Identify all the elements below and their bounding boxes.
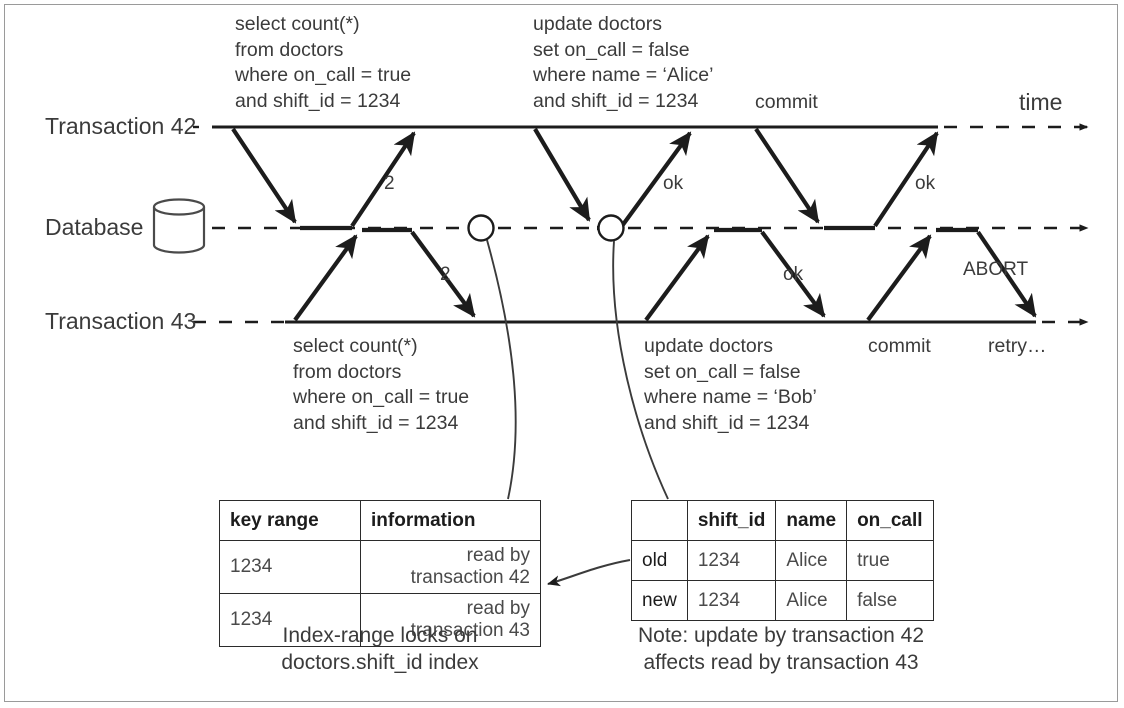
col-shift-id: shift_id bbox=[686, 500, 777, 541]
t43-retry-label: retry… bbox=[988, 335, 1047, 357]
row-version-table: shift_id name on_call old 1234 Alice tru… bbox=[631, 500, 934, 621]
lane-label-transaction-42: Transaction 42 bbox=[45, 113, 197, 139]
cell-key-range: 1234 bbox=[219, 593, 361, 647]
cell-shift-id: 1234 bbox=[686, 540, 777, 581]
t43-query-commit: commit bbox=[868, 335, 931, 357]
t42-query-commit: commit bbox=[755, 91, 818, 113]
cell-key-range: 1234 bbox=[219, 540, 361, 594]
col-name: name bbox=[775, 500, 848, 541]
table-row: 1234 read by transaction 42 bbox=[219, 540, 541, 594]
t43-response-abort: ABORT bbox=[963, 259, 1029, 280]
table-row: old 1234 Alice true bbox=[631, 540, 934, 581]
t42-response-commit-ok: ok bbox=[915, 173, 936, 194]
t43-response-update-ok: ok bbox=[783, 264, 804, 285]
t42-response-update-ok: ok bbox=[663, 173, 684, 194]
cell-shift-id: 1234 bbox=[686, 580, 777, 621]
t42-query-select: select count(*) from doctors where on_ca… bbox=[235, 13, 412, 112]
cell-name: Alice bbox=[775, 540, 848, 581]
locks-table-caption: Index-range locks on doctors.shift_id in… bbox=[281, 624, 479, 674]
lane-label-transaction-43: Transaction 43 bbox=[45, 308, 197, 334]
col-information: information bbox=[360, 500, 541, 541]
cell-version: old bbox=[631, 540, 688, 581]
t43-query-update: update doctors set on_call = false where… bbox=[644, 335, 817, 434]
cell-information: read by transaction 43 bbox=[360, 593, 541, 647]
t42-response-count: 2 bbox=[384, 173, 395, 194]
col-key-range: key range bbox=[219, 500, 361, 541]
lane-label-database: Database bbox=[45, 214, 144, 240]
t42-query-update: update doctors set on_call = false where… bbox=[533, 13, 714, 112]
table-row: 1234 read by transaction 43 bbox=[219, 593, 541, 647]
cell-information: read by transaction 42 bbox=[360, 540, 541, 594]
cell-on-call: true bbox=[846, 540, 934, 581]
cell-on-call: false bbox=[846, 580, 934, 621]
database-cylinder-icon bbox=[152, 198, 206, 254]
index-range-locks-table: key range information 1234 read by trans… bbox=[219, 500, 541, 647]
t43-response-count: 2 bbox=[440, 264, 451, 285]
t43-query-select: select count(*) from doctors where on_ca… bbox=[293, 335, 470, 434]
cell-version: new bbox=[631, 580, 688, 621]
rowversion-table-caption: Note: update by transaction 42 affects r… bbox=[637, 624, 925, 674]
time-axis-label: time bbox=[1019, 89, 1063, 115]
col-version-blank bbox=[631, 500, 688, 541]
table-header-row: key range information bbox=[219, 500, 541, 541]
table-header-row: shift_id name on_call bbox=[631, 500, 934, 541]
col-on-call: on_call bbox=[846, 500, 934, 541]
cell-name: Alice bbox=[775, 580, 848, 621]
table-row: new 1234 Alice false bbox=[631, 580, 934, 621]
